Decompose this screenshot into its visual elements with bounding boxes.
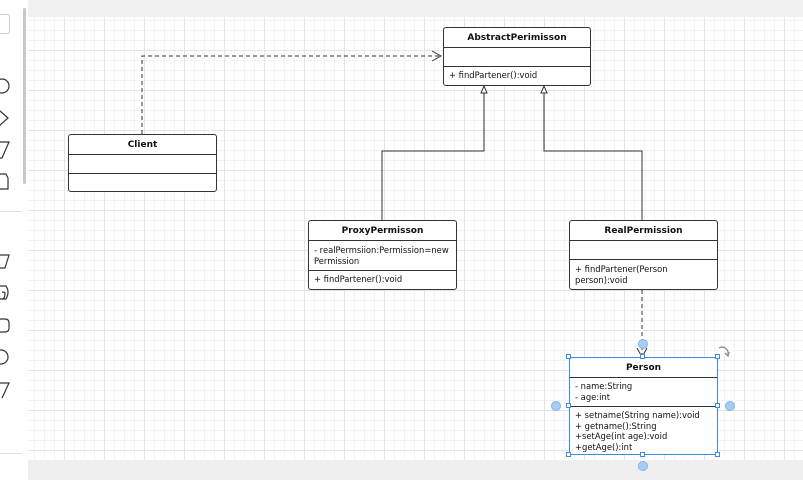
resize-handle-ne[interactable] [715, 354, 720, 359]
realization-arrowhead [480, 84, 488, 94]
canvas-top-gutter [28, 0, 803, 17]
sidebar-divider [0, 211, 22, 212]
connect-arrow-right-icon[interactable] [725, 401, 735, 411]
parallelogram-shape-icon[interactable] [0, 141, 10, 159]
resize-handle-s[interactable] [640, 452, 645, 457]
connect-arrow-up-icon[interactable] [638, 339, 648, 349]
manual-input-shape-icon[interactable] [0, 254, 10, 269]
resize-handle-e[interactable] [715, 403, 720, 408]
sidebar-shape-icons [0, 78, 10, 399]
class-abstract-perimisson[interactable]: AbstractPerimisson + findPartener():void [443, 27, 591, 86]
class-attributes [69, 155, 216, 174]
class-proxy-permisson[interactable]: ProxyPermisson - realPermsiion:Permissio… [308, 220, 457, 290]
class-name: RealPermission [570, 221, 717, 241]
client-dependency-line[interactable] [141, 55, 440, 134]
resize-handle-w[interactable] [566, 403, 571, 408]
class-methods: + setname(String name):void + getname():… [575, 410, 700, 452]
class-attributes: - realPermsiion:Permission=new Permissio… [309, 241, 456, 271]
class-client[interactable]: Client [68, 134, 217, 192]
rounded-rect-shape-icon[interactable] [0, 318, 10, 333]
class-name: ProxyPermisson [309, 221, 456, 241]
class-name: Client [69, 135, 216, 155]
connect-arrow-down-icon[interactable] [638, 461, 648, 471]
realization-arrowhead [540, 84, 548, 94]
connect-arrow-left-icon[interactable] [551, 401, 561, 411]
triangle-shape-icon[interactable] [0, 382, 10, 399]
resize-handle-sw[interactable] [566, 452, 571, 457]
rotate-icon[interactable] [716, 343, 732, 359]
resize-handle-se[interactable] [715, 452, 720, 457]
circle-shape-icon[interactable] [0, 78, 10, 94]
sidebar-divider [0, 453, 22, 454]
sidebar-scrollbar[interactable] [23, 8, 26, 184]
shape-sidebar [0, 0, 28, 480]
proxy-realization-line[interactable] [381, 90, 485, 220]
resize-handle-n[interactable] [640, 354, 645, 359]
document-shape-icon[interactable] [0, 173, 9, 190]
class-methods: + findPartener():void [314, 274, 403, 284]
panel-corner[interactable] [0, 14, 10, 34]
resize-handle-nw[interactable] [566, 354, 571, 359]
cylinder-shape-edge [1, 291, 6, 300]
circle-shape-icon[interactable] [0, 349, 9, 365]
class-name: Person [570, 358, 717, 378]
class-real-permission[interactable]: RealPermission + findPartener(Person per… [569, 220, 718, 290]
real-realization-line[interactable] [543, 90, 643, 220]
class-attributes: - name:String - age:int [570, 378, 717, 407]
class-attributes [570, 241, 717, 260]
cylinder-shape-icon[interactable] [0, 285, 9, 300]
class-person[interactable]: Person - name:String - age:int + setname… [569, 357, 718, 455]
class-methods: + findPartener():void [449, 70, 538, 80]
class-methods: + findPartener(Person person):void [575, 264, 668, 285]
triangle-shape-icon[interactable] [0, 110, 9, 126]
class-attributes [444, 48, 590, 67]
class-name: AbstractPerimisson [444, 28, 590, 48]
class-methods [69, 174, 216, 191]
dependency-arrowhead [431, 50, 443, 62]
canvas-bottom-scroll[interactable] [28, 460, 803, 480]
